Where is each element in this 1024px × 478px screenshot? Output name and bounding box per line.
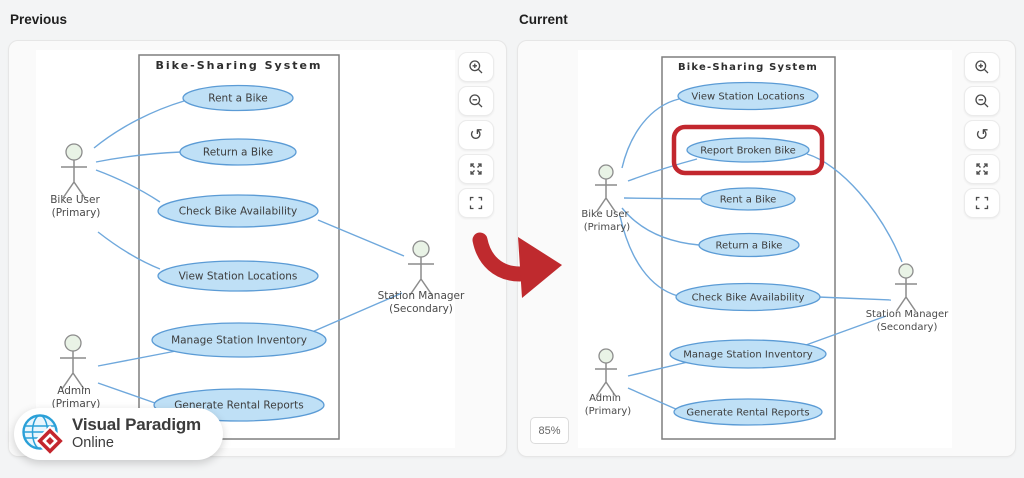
zoom-in-button[interactable]: [458, 52, 494, 82]
previous-use-case-diagram: Bike-Sharing System Rent a Bike Return a…: [50, 54, 465, 440]
use-case-check-bike-availability: Check Bike Availability: [675, 282, 821, 312]
svg-text:Manage Station Inventory: Manage Station Inventory: [683, 350, 812, 361]
zoom-in-icon: [469, 60, 483, 74]
current-section-label: Current: [519, 12, 568, 27]
svg-text:(Primary): (Primary): [52, 207, 101, 219]
previous-toolbar: ↺: [458, 52, 494, 218]
svg-text:Return a Bike: Return a Bike: [716, 241, 783, 252]
svg-text:View Station Locations: View Station Locations: [691, 92, 804, 103]
fullscreen-button[interactable]: [458, 188, 494, 218]
reset-view-icon: ↺: [469, 125, 483, 144]
zoom-out-icon: [469, 94, 483, 108]
svg-text:Bike User: Bike User: [50, 194, 100, 206]
visual-paradigm-online-logo[interactable]: Visual Paradigm Online: [14, 408, 223, 460]
svg-text:(Primary): (Primary): [584, 222, 631, 233]
use-case-return-a-bike: Return a Bike: [179, 138, 297, 166]
system-boundary-title: Bike-Sharing System: [678, 62, 818, 73]
change-arrow-icon: [472, 232, 562, 298]
svg-text:View Station Locations: View Station Locations: [179, 271, 298, 283]
current-use-case-diagram: Bike-Sharing System View Station Locatio…: [581, 56, 949, 440]
actor-station-manager: Station Manager (Secondary): [378, 240, 465, 315]
use-case-view-station-locations: View Station Locations: [157, 260, 319, 292]
system-boundary-title: Bike-Sharing System: [156, 59, 323, 72]
svg-text:Check Bike Availability: Check Bike Availability: [692, 293, 805, 304]
actor-station-manager: Station Manager (Secondary): [866, 263, 949, 333]
actor-bike-user: Bike User (Primary): [50, 143, 101, 219]
current-diagram-canvas: Bike-Sharing System View Station Locatio…: [578, 50, 952, 448]
previous-section-label: Previous: [10, 12, 68, 27]
use-case-rent-a-bike: Rent a Bike: [182, 84, 294, 112]
svg-text:(Secondary): (Secondary): [877, 322, 938, 333]
use-case-rent-a-bike: Rent a Bike: [700, 187, 796, 211]
actor-admin: Admin (Primary): [585, 348, 632, 417]
logo-product: Online: [72, 434, 114, 451]
actor-admin: Admin (Primary): [52, 334, 101, 410]
use-case-generate-rental-reports: Generate Rental Reports: [673, 398, 823, 426]
system-boundary: [138, 54, 340, 440]
zoom-in-icon: [975, 60, 989, 74]
zoom-level-badge: 85%: [530, 417, 569, 444]
association-lines: [93, 100, 405, 404]
logo-text: Visual Paradigm Online: [72, 415, 201, 452]
association-lines: [619, 98, 903, 411]
highlight-box-report-broken-bike: [671, 124, 825, 176]
svg-text:Generate Rental Reports: Generate Rental Reports: [686, 408, 809, 419]
fullscreen-icon: [975, 196, 989, 210]
expand-icon: [470, 163, 482, 175]
svg-text:Report Broken Bike: Report Broken Bike: [700, 146, 796, 157]
reset-view-button[interactable]: ↺: [458, 120, 494, 150]
svg-text:Manage Station Inventory: Manage Station Inventory: [171, 335, 307, 347]
expand-icon: [976, 163, 988, 175]
use-case-check-bike-availability: Check Bike Availability: [157, 194, 319, 228]
use-case-manage-station-inventory: Manage Station Inventory: [151, 322, 327, 358]
svg-text:Return a Bike: Return a Bike: [203, 147, 273, 159]
logo-brand: Visual Paradigm: [72, 415, 201, 435]
actor-bike-user: Bike User (Primary): [581, 164, 631, 233]
zoom-in-button[interactable]: [964, 52, 1000, 82]
svg-text:(Primary): (Primary): [52, 398, 101, 410]
zoom-out-button[interactable]: [964, 86, 1000, 116]
visual-paradigm-globe-icon: [22, 414, 66, 457]
svg-text:Station Manager: Station Manager: [866, 309, 949, 320]
use-case-manage-station-inventory: Manage Station Inventory: [669, 339, 827, 369]
svg-text:Check Bike Availability: Check Bike Availability: [179, 206, 298, 218]
current-toolbar: ↺: [964, 52, 1000, 218]
reset-view-button[interactable]: ↺: [964, 120, 1000, 150]
use-case-view-station-locations: View Station Locations: [677, 81, 819, 111]
expand-button[interactable]: [964, 154, 1000, 184]
expand-button[interactable]: [458, 154, 494, 184]
fullscreen-button[interactable]: [964, 188, 1000, 218]
zoom-out-button[interactable]: [458, 86, 494, 116]
previous-diagram-canvas: Bike-Sharing System Rent a Bike Return a…: [36, 50, 465, 448]
svg-text:Admin: Admin: [57, 385, 90, 397]
use-case-report-broken-bike: Report Broken Bike: [686, 137, 810, 163]
svg-text:Rent a Bike: Rent a Bike: [720, 195, 777, 206]
svg-text:Station Manager: Station Manager: [378, 290, 465, 302]
reset-view-icon: ↺: [975, 125, 989, 144]
svg-text:(Primary): (Primary): [585, 406, 632, 417]
svg-text:Generate Rental Reports: Generate Rental Reports: [174, 400, 303, 412]
zoom-out-icon: [975, 94, 989, 108]
svg-text:Admin: Admin: [589, 393, 621, 404]
svg-text:Bike User: Bike User: [581, 209, 629, 220]
use-case-return-a-bike: Return a Bike: [698, 232, 800, 258]
svg-text:(Secondary): (Secondary): [389, 303, 453, 315]
svg-text:Rent a Bike: Rent a Bike: [208, 93, 267, 105]
fullscreen-icon: [469, 196, 483, 210]
